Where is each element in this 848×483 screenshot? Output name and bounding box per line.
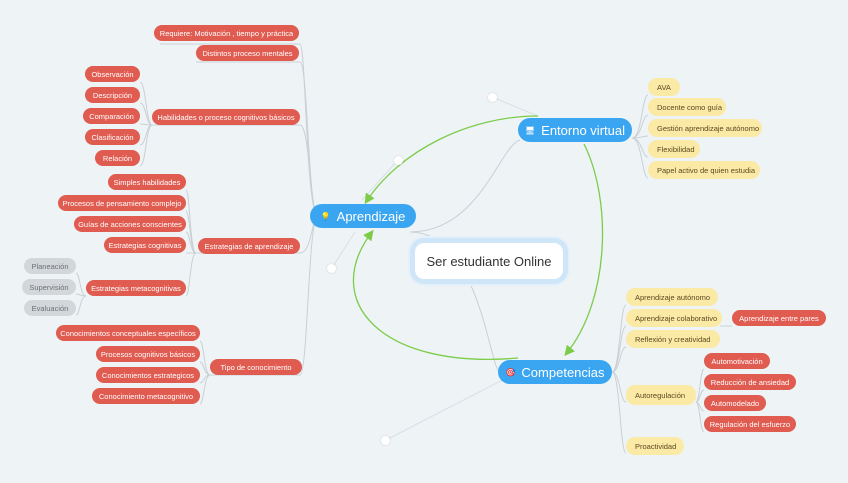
empty-node[interactable]: [488, 93, 497, 102]
node-label: Aprendizaje colaborativo: [635, 313, 718, 323]
node-reflexion[interactable]: Reflexión y creatividad: [626, 330, 720, 348]
computer-icon: 🖥: [525, 125, 536, 135]
node-automotivacion[interactable]: Automotivación: [704, 353, 770, 369]
node-proactividad[interactable]: Proactividad: [626, 437, 684, 455]
node-planeacion[interactable]: Planeación: [24, 258, 76, 274]
node-label: Regulación del esfuerzo: [709, 419, 791, 429]
node-label: Estrategias cognitivas: [108, 240, 182, 250]
node-conceptuales[interactable]: Conocimientos conceptuales específicos: [56, 325, 200, 341]
node-flexibilidad[interactable]: Flexibilidad: [648, 140, 700, 158]
branch-entorno[interactable]: 🖥 Entorno virtual: [518, 118, 632, 142]
node-label: Relación: [102, 153, 133, 163]
node-pares[interactable]: Aprendizaje entre pares: [732, 310, 826, 326]
node-observacion[interactable]: Observación: [85, 66, 140, 82]
node-requiere[interactable]: Requiere: Motivación , tiempo y práctica: [154, 25, 299, 41]
node-supervision[interactable]: Supervisión: [22, 279, 76, 295]
lightbulb-icon: 💡: [320, 211, 331, 221]
node-label: Conocimientos estrategicos: [101, 370, 195, 380]
node-gestion[interactable]: Gestión aprendizaje autónomo: [648, 119, 762, 137]
branch-competencias[interactable]: 🎯 Competencias: [498, 360, 612, 384]
node-label: Observación: [91, 69, 134, 79]
node-distintos-label: Distintos proceso mentales: [202, 48, 293, 58]
node-estrategias-label: Estrategias de aprendizaje: [204, 241, 294, 251]
node-label: Conocimiento metacognitivo: [98, 391, 194, 401]
node-label: Automodelado: [710, 398, 760, 408]
arrow-entorno-aprendizaje: [364, 115, 539, 205]
node-ava[interactable]: AVA: [648, 78, 680, 96]
node-label: Autoregulación: [635, 390, 686, 400]
arrow-entorno-competencias: [564, 143, 604, 357]
node-metacognitivo[interactable]: Conocimiento metacognitivo: [92, 388, 200, 404]
empty-node[interactable]: [394, 156, 403, 165]
empty-node[interactable]: [327, 264, 336, 273]
node-label: Procesos de pensamiento complejo: [62, 198, 182, 208]
branch-competencias-label: Competencias: [521, 364, 605, 380]
node-habilidades[interactable]: Habilidades o proceso cognitivos básicos: [152, 109, 300, 125]
node-label: Estrategias metacognitivas: [91, 283, 181, 293]
node-estrategias[interactable]: Estrategias de aprendizaje: [198, 238, 300, 254]
central-topic[interactable]: Ser estudiante Online: [410, 238, 568, 284]
target-icon: 🎯: [505, 367, 516, 377]
node-estrategias-cognitivas[interactable]: Estrategias cognitivas: [104, 237, 186, 253]
node-label: Simples habilidades: [113, 177, 181, 187]
node-procesos-basicos[interactable]: Procesos cognitivos básicos: [96, 346, 200, 362]
node-metacognitivas[interactable]: Estrategias metacognitivas: [86, 280, 186, 296]
link-requiere: [160, 43, 319, 217]
node-esfuerzo[interactable]: Regulación del esfuerzo: [704, 416, 796, 432]
node-label: Reducción de ansiedad: [710, 377, 790, 387]
node-ansiedad[interactable]: Reducción de ansiedad: [704, 374, 796, 390]
node-papel[interactable]: Papel activo de quien estudia: [648, 161, 760, 179]
node-label: Evaluación: [31, 303, 69, 313]
node-estrategicos[interactable]: Conocimientos estrategicos: [96, 367, 200, 383]
node-requiere-label: Requiere: Motivación , tiempo y práctica: [159, 28, 294, 38]
node-label: Automotivación: [711, 356, 763, 366]
node-procesos-complejo[interactable]: Procesos de pensamiento complejo: [58, 195, 186, 211]
node-label: Conocimientos conceptuales específicos: [60, 328, 196, 338]
node-automodelado[interactable]: Automodelado: [704, 395, 766, 411]
node-colaborativo[interactable]: Aprendizaje colaborativo: [626, 309, 722, 327]
node-label: Descripción: [92, 90, 133, 100]
node-distintos[interactable]: Distintos proceso mentales: [196, 45, 299, 61]
node-label: Proactividad: [635, 441, 677, 451]
node-label: Planeación: [31, 261, 69, 271]
node-habilidades-label: Habilidades o proceso cognitivos básicos: [157, 112, 295, 122]
node-label: Guías de acciones conscientes: [78, 219, 182, 229]
node-label: Docente como guía: [657, 102, 723, 112]
node-label: Papel activo de quien estudia: [657, 165, 755, 175]
node-descripcion[interactable]: Descripción: [85, 87, 140, 103]
node-docente[interactable]: Docente como guía: [648, 98, 726, 116]
node-label: Supervisión: [29, 282, 69, 292]
node-autorregulacion[interactable]: Autoregulación: [626, 385, 696, 405]
node-label: AVA: [657, 82, 671, 92]
node-tipo-label: Tipo de conocimiento: [220, 362, 292, 372]
node-simples[interactable]: Simples habilidades: [108, 174, 186, 190]
node-guias[interactable]: Guías de acciones conscientes: [74, 216, 186, 232]
relation-arrows: [352, 115, 604, 360]
node-clasificacion[interactable]: Clasificación: [85, 129, 140, 145]
node-relacion[interactable]: Relación: [95, 150, 140, 166]
node-comparacion[interactable]: Comparación: [83, 108, 140, 124]
node-label: Reflexión y creatividad: [635, 334, 711, 344]
node-tipo[interactable]: Tipo de conocimiento: [210, 359, 302, 375]
node-label: Aprendizaje entre pares: [739, 313, 819, 323]
empty-node[interactable]: [381, 436, 390, 445]
node-label: Procesos cognitivos básicos: [100, 349, 196, 359]
node-evaluacion[interactable]: Evaluación: [24, 300, 76, 316]
central-topic-label: Ser estudiante Online: [426, 253, 552, 269]
node-label: Clasificación: [91, 132, 134, 142]
branch-entorno-label: Entorno virtual: [541, 122, 625, 138]
node-label: Flexibilidad: [657, 144, 695, 154]
node-label: Aprendizaje autónomo: [635, 292, 711, 302]
node-label: Comparación: [89, 111, 134, 121]
node-autonomo[interactable]: Aprendizaje autónomo: [626, 288, 718, 306]
node-label: Gestión aprendizaje autónomo: [657, 123, 760, 133]
branch-aprendizaje[interactable]: 💡 Aprendizaje: [310, 204, 416, 228]
arrow-competencias-aprendizaje: [352, 229, 519, 360]
branch-aprendizaje-label: Aprendizaje: [336, 208, 406, 224]
